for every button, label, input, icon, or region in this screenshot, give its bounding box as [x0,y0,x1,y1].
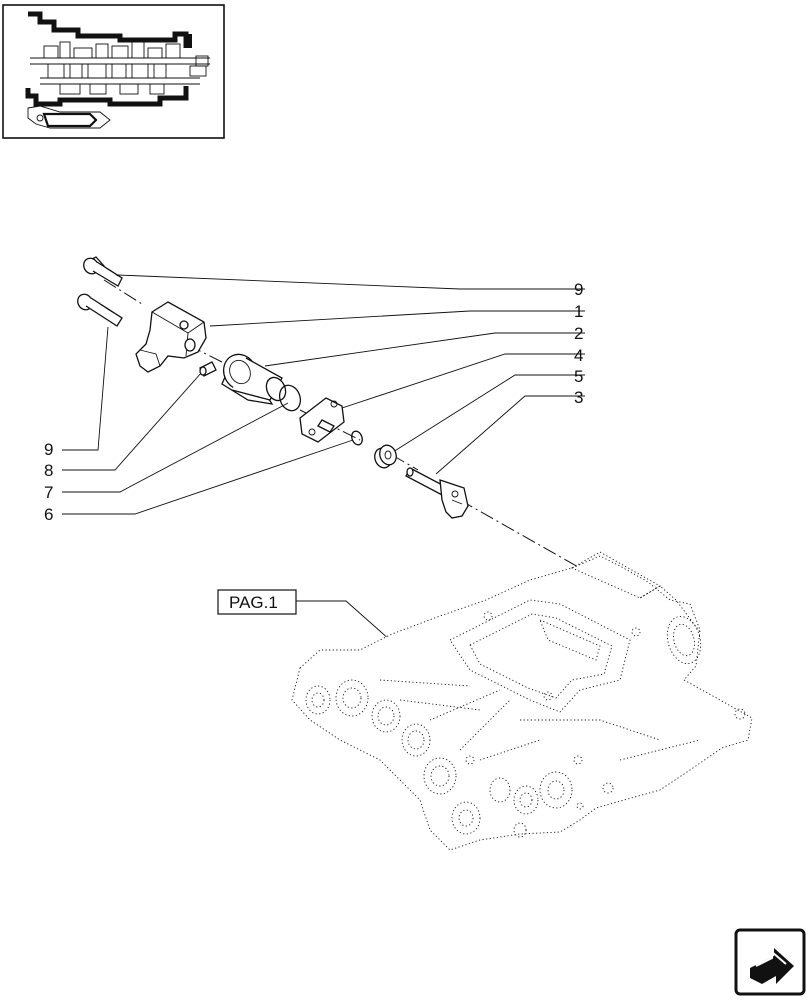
next-page-button[interactable] [734,928,806,996]
callout-7: 7 [44,483,53,502]
page-reference-label: PAG.1 [229,593,278,612]
mounting-plate [299,397,345,443]
gearbox-thumbnail[interactable] [2,4,225,139]
next-page-arrow-icon [750,948,794,984]
callout-8: 8 [44,461,53,480]
screw-lower [77,293,123,327]
o-ring-large [278,384,302,412]
callout-numbers: 9 1 2 4 5 3 9 8 7 6 [44,280,583,524]
callout-4: 4 [574,346,583,365]
sleeve [221,353,287,405]
callout-3: 3 [574,388,583,407]
page-reference[interactable]: PAG.1 [217,589,297,615]
callout-1: 1 [574,302,583,321]
bush [374,444,397,469]
callout-9-upper: 9 [574,280,583,299]
callout-9-lower: 9 [44,440,53,459]
transmission-housing [291,551,753,851]
leader-lines [62,274,585,641]
shift-shaft [405,467,469,519]
lever-fork [135,301,207,373]
callout-6: 6 [44,505,53,524]
screw-upper [83,256,123,287]
o-ring-small [351,430,363,446]
pin [199,361,217,377]
callout-2: 2 [574,324,583,343]
callout-5: 5 [574,367,583,386]
